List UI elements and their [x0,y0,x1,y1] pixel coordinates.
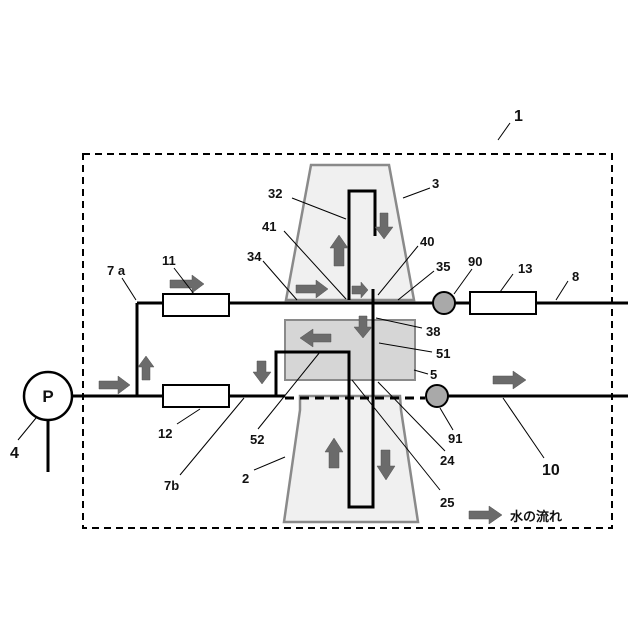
flow-arrow-11 [170,275,204,293]
label-91: 91 [448,431,462,446]
valve-91 [426,385,448,407]
flow-arrow-inlet [99,376,130,394]
flow-arrow-52 [253,361,271,384]
label-24: 24 [440,453,455,468]
label-35: 35 [436,259,450,274]
label-90: 90 [468,254,482,269]
label-12: 12 [158,426,172,441]
label-41: 41 [262,219,276,234]
legend-arrow-icon [469,506,502,524]
component-11 [163,294,229,316]
label-38: 38 [426,324,440,339]
label-1: 1 [514,108,523,125]
component-12 [163,385,229,407]
label-13: 13 [518,261,532,276]
label-32: 32 [268,186,282,201]
label-52: 52 [250,432,264,447]
label-25: 25 [440,495,454,510]
label-40: 40 [420,234,434,249]
component-13 [470,292,536,314]
flow-arrow-outlet [493,371,526,389]
label-10: 10 [542,462,560,479]
label-34: 34 [247,249,262,264]
label-2: 2 [242,471,249,486]
valve-90 [433,292,455,314]
label-7a: 7 a [107,263,126,278]
label-8: 8 [572,269,579,284]
lower-housing [284,396,418,522]
label-4: 4 [10,445,19,462]
label-3: 3 [432,176,439,191]
flow-arrow-riser [138,356,154,380]
label-11: 11 [162,253,176,268]
label-51: 51 [436,346,450,361]
label-7b: 7b [164,478,179,493]
legend-text: 水の流れ [510,509,562,525]
pump-symbol: P [42,387,53,406]
label-5: 5 [430,367,437,382]
